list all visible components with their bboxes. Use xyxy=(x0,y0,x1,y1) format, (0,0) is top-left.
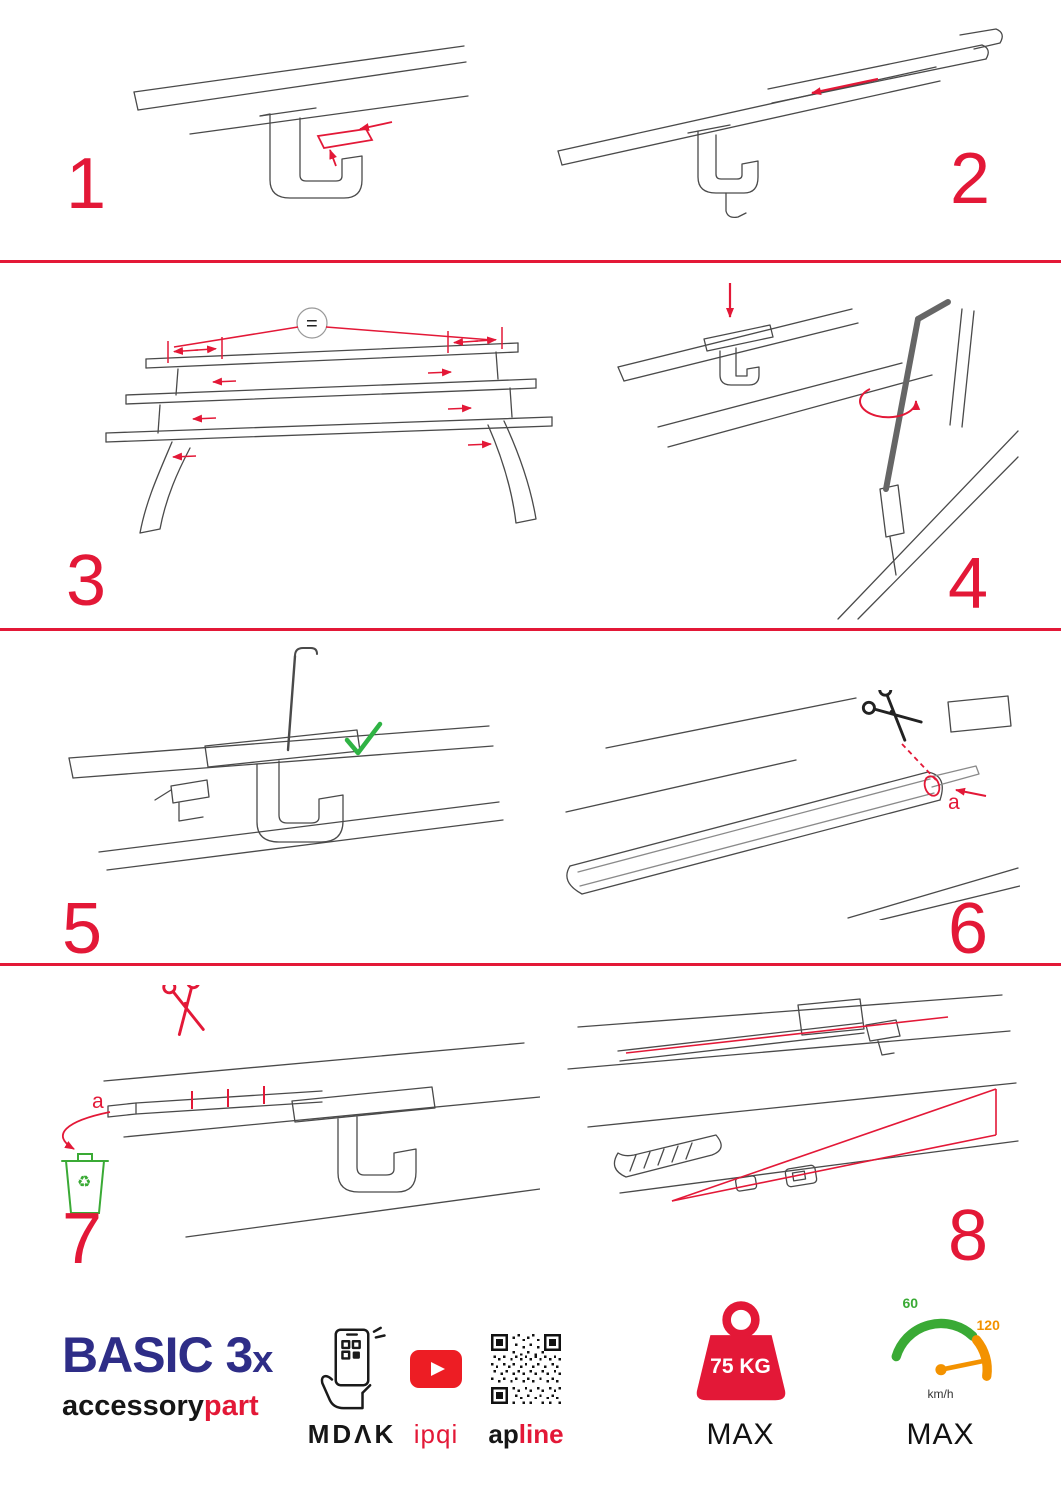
speedometer-icon: 60 120 km/h xyxy=(871,1295,1011,1412)
step-number-5: 5 xyxy=(62,889,103,969)
section-divider xyxy=(0,963,1061,966)
speed-low-label: 60 xyxy=(902,1295,919,1311)
phone-scan-icon xyxy=(309,1322,395,1419)
step-number-2: 2 xyxy=(950,139,991,219)
brand-x: x xyxy=(252,1339,273,1381)
strip-discard-drawing xyxy=(103,1042,540,1238)
scissors-icon xyxy=(161,985,211,1038)
apline-logo: apline xyxy=(488,1419,563,1450)
step-number-6: 6 xyxy=(948,889,989,969)
speed-max-label: MAX xyxy=(906,1418,975,1451)
speed-high-label: 120 xyxy=(976,1317,1000,1333)
door-frame-drawing xyxy=(133,45,469,199)
brand-block: BASIC 3x accessorypart xyxy=(62,1327,273,1423)
section-divider xyxy=(0,628,1061,631)
step-2-illustration xyxy=(530,25,1010,235)
mdak-logo-block: MDΛK xyxy=(300,1312,404,1450)
step-6-illustration: a xyxy=(550,690,1020,920)
brand-sub-red: part xyxy=(203,1390,259,1422)
step-number-3: 3 xyxy=(66,541,107,621)
ipqi-logo: ipqi xyxy=(413,1419,459,1449)
cut-annotation xyxy=(901,743,987,797)
apline-ap: ap xyxy=(488,1419,519,1449)
step-number-1: 1 xyxy=(66,144,107,224)
max-weight-block: 75 KG MAX xyxy=(668,1300,813,1452)
max-speed-block: 60 120 km/h MAX xyxy=(868,1295,1013,1452)
channel-strip-drawing xyxy=(565,695,1020,920)
recycle-icon: ♻ xyxy=(77,1174,92,1191)
rail-drawing xyxy=(617,308,1019,620)
step-1-illustration xyxy=(120,30,480,240)
apline-line: line xyxy=(518,1419,564,1449)
alignment-lines-annotation xyxy=(625,1016,997,1202)
step-number-7: 7 xyxy=(62,1199,103,1279)
step-5-illustration xyxy=(55,640,515,915)
mdak-logo: MDΛK xyxy=(307,1419,397,1449)
scissors-icon xyxy=(859,690,927,746)
youtube-icon xyxy=(410,1350,462,1393)
check-icon xyxy=(344,721,383,756)
step-4-illustration xyxy=(600,275,1020,620)
trash-icon xyxy=(61,1153,109,1214)
allen-key-icon xyxy=(883,299,951,492)
equal-spacing-annotation xyxy=(167,326,503,461)
cut-marks-annotation xyxy=(61,1086,265,1150)
brand-title: BASIC 3x xyxy=(62,1327,273,1383)
step-8-illustration xyxy=(560,985,1020,1250)
step-number-4: 4 xyxy=(948,544,989,624)
pad-insert-annotation xyxy=(316,121,393,167)
apline-logo-block: apline xyxy=(480,1312,572,1450)
bar-slide-drawing xyxy=(557,28,1003,219)
brand-sub-black: accessory xyxy=(62,1390,204,1422)
clamp-check-drawing xyxy=(68,647,504,871)
weight-icon: 75 KG xyxy=(674,1295,808,1410)
step-number-8: 8 xyxy=(948,1196,989,1276)
equal-circle xyxy=(296,307,328,339)
slide-arrow xyxy=(811,77,879,96)
speed-unit-label: km/h xyxy=(927,1387,954,1401)
qr-code-icon xyxy=(491,1334,561,1409)
brand-subtitle: accessorypart xyxy=(62,1390,272,1423)
ipqi-logo-block: ipqi xyxy=(404,1312,468,1450)
strip-a-label: a xyxy=(948,791,960,814)
weight-value: 75 KG xyxy=(710,1355,771,1378)
equal-spacing-label: = xyxy=(306,313,318,335)
section-divider xyxy=(0,260,1061,263)
three-bars-drawing xyxy=(105,342,553,534)
step-3-illustration: = xyxy=(50,285,570,565)
weight-max-label: MAX xyxy=(706,1418,775,1451)
step-7-illustration: a ♻ xyxy=(40,985,540,1245)
tighten-annotation xyxy=(726,283,921,419)
roof-overview-drawing xyxy=(567,994,1019,1194)
brand-name: BASIC 3 xyxy=(62,1327,253,1383)
strip-a-label: a xyxy=(92,1090,104,1113)
